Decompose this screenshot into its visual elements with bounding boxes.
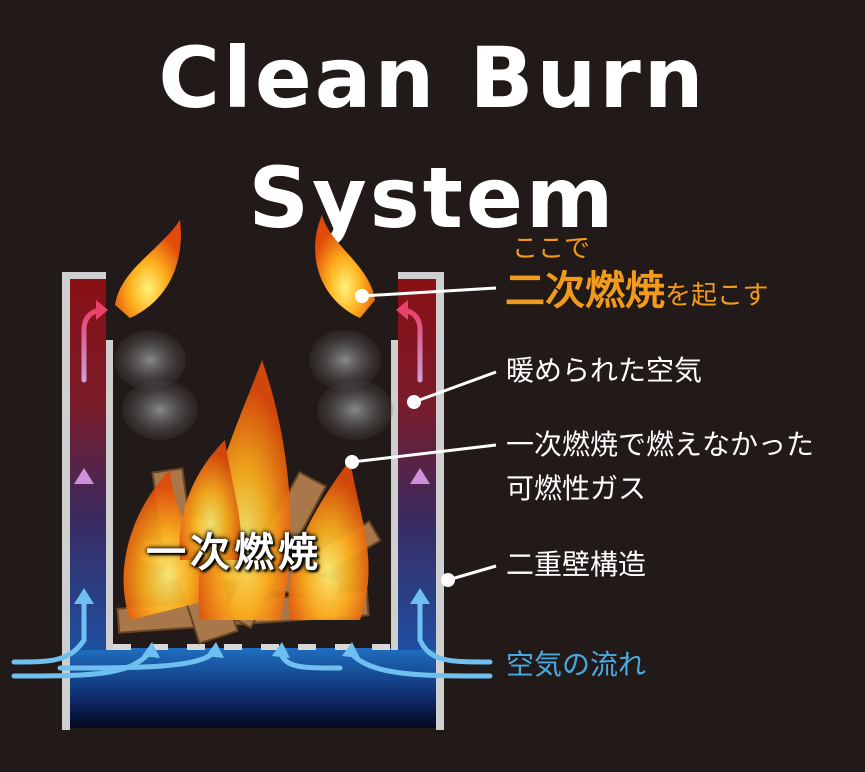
grate <box>113 644 390 650</box>
warmed-air-label: 暖められた空気 <box>506 354 703 387</box>
secondary-prefix-label: ここで <box>512 234 591 264</box>
diagram-title: Clean Burn System <box>158 29 707 247</box>
air-flow-arrowheads <box>74 588 430 658</box>
smoke <box>114 330 393 440</box>
primary-combustion-label: 一次燃焼 <box>146 530 322 576</box>
secondary-suffix-text: を起こす <box>665 281 769 311</box>
primary-flames <box>123 360 369 620</box>
left-double-wall <box>62 272 113 730</box>
warm-air-arrowheads <box>74 300 430 484</box>
double-wall-label: 二重壁構造 <box>506 548 647 581</box>
secondary-main-text: 二次燃焼 <box>505 268 665 314</box>
air-flow-label: 空気の流れ <box>506 648 647 681</box>
pointer-lines <box>351 286 497 582</box>
base-chamber <box>62 648 442 728</box>
air-flow-arrows <box>11 597 493 679</box>
secondary-combustion-label: 二次燃焼を起こす <box>505 258 768 316</box>
secondary-flames <box>115 215 375 318</box>
pointer-dots <box>345 289 455 587</box>
unburned-gas-label-line2: 可燃性ガス <box>506 472 647 505</box>
unburned-gas-label-line1: 一次燃焼で燃えなかった <box>506 428 815 461</box>
